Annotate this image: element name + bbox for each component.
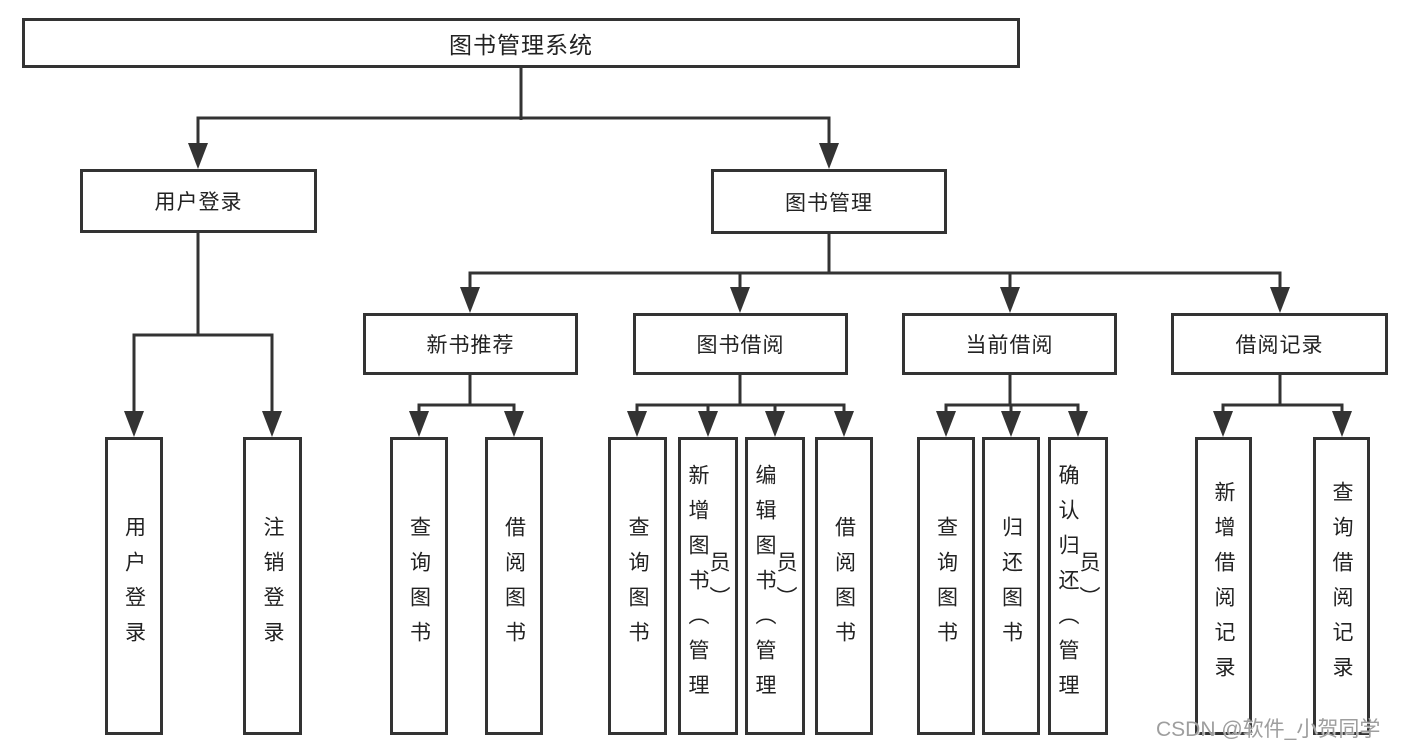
node-label: 查询图书 <box>934 516 958 656</box>
node-user-login: 用户登录 <box>105 437 163 735</box>
node-label: 图书借阅 <box>696 334 785 357</box>
node-label: 借阅图书 <box>832 516 856 656</box>
node-label: 借阅图书 <box>502 516 526 656</box>
node-label: 确认归还（管理员） <box>1056 463 1100 709</box>
node-label: 查询图书 <box>407 516 431 656</box>
node-label: 查询图书 <box>626 516 649 656</box>
node-label: 图书管理系统 <box>449 32 593 58</box>
node-user-login-module: 用户登录 <box>80 169 317 233</box>
node-borrow-books: 借阅图书 <box>815 437 873 735</box>
node-label: 当前借阅 <box>965 334 1054 357</box>
node-label: 借阅记录 <box>1235 334 1324 357</box>
node-book-borrow: 图书借阅 <box>633 313 848 375</box>
node-borrow-books-recommend: 借阅图书 <box>485 437 543 735</box>
watermark: CSDN @软件_小贺同学 <box>1156 718 1381 741</box>
node-label: 注销登录 <box>261 516 284 656</box>
node-library-system: 图书管理系统 <box>22 18 1020 68</box>
node-book-management-module: 图书管理 <box>711 169 947 234</box>
node-label: 图书管理 <box>785 191 873 215</box>
node-query-books-borrow: 查询图书 <box>608 437 667 735</box>
node-label: 查询借阅记录 <box>1330 481 1353 691</box>
node-label: 新增借阅记录 <box>1212 481 1235 691</box>
arrowhead-icons <box>124 143 1352 437</box>
node-add-borrow-record: 新增借阅记录 <box>1195 437 1252 735</box>
node-add-books-admin: 新增图书（管理员） <box>678 437 738 735</box>
node-return-books: 归还图书 <box>982 437 1040 735</box>
node-edit-books-admin: 编辑图书（管理员） <box>745 437 805 735</box>
node-label: 新增图书（管理员） <box>686 463 730 709</box>
node-query-books-current: 查询图书 <box>917 437 975 735</box>
node-query-borrow-record: 查询借阅记录 <box>1313 437 1370 735</box>
node-current-borrow: 当前借阅 <box>902 313 1117 375</box>
node-label: 用户登录 <box>122 516 146 656</box>
node-label: 编辑图书（管理员） <box>753 463 797 709</box>
node-confirm-return-admin: 确认归还（管理员） <box>1048 437 1108 735</box>
node-label: 归还图书 <box>999 516 1023 656</box>
node-logout: 注销登录 <box>243 437 302 735</box>
node-label: 新书推荐 <box>426 334 515 357</box>
node-label: 用户登录 <box>154 191 243 214</box>
node-new-book-recommend: 新书推荐 <box>363 313 578 375</box>
node-borrow-records: 借阅记录 <box>1171 313 1388 375</box>
node-query-books-recommend: 查询图书 <box>390 437 448 735</box>
